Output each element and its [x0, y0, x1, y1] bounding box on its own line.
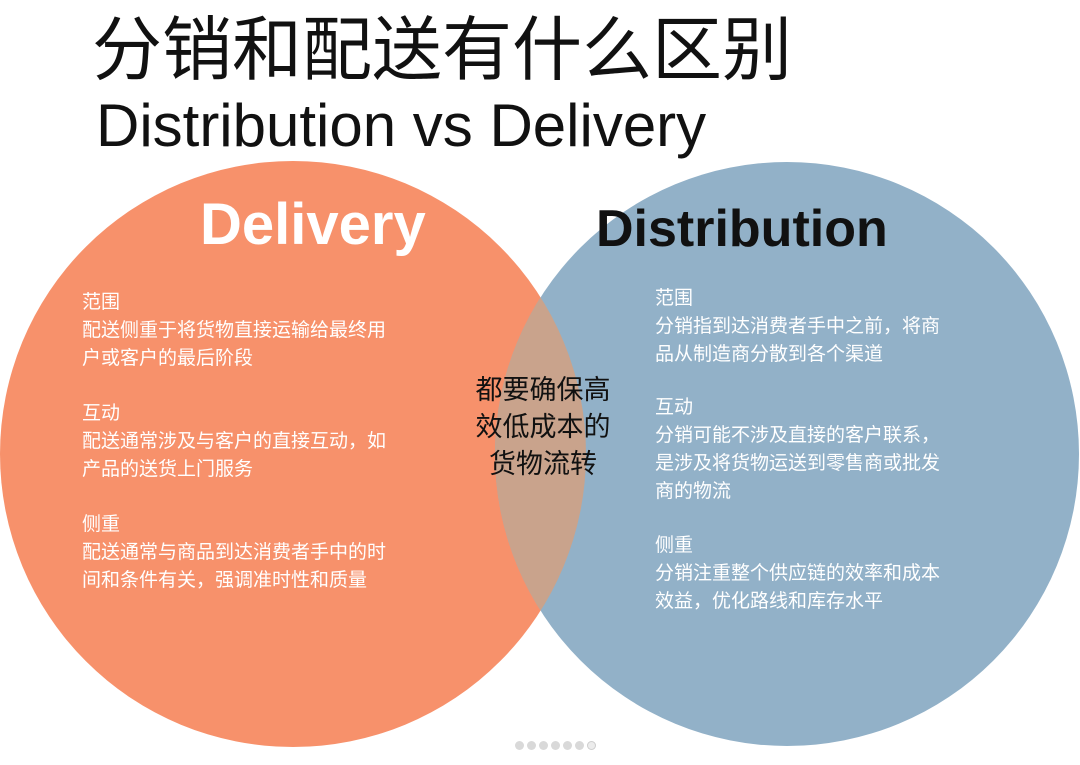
distribution-interaction-line: 商的物流	[655, 480, 732, 502]
delivery-focus: 侧重 配送通常与商品到达消费者手中的时 间和条件有关，强调准时性和质量	[82, 510, 386, 594]
overlap-line: 都要确保高	[475, 375, 611, 406]
delivery-scope-heading: 范围	[82, 291, 121, 313]
distribution-scope-line: 品从制造商分散到各个渠道	[655, 343, 884, 365]
pager-dot[interactable]	[575, 741, 584, 750]
pager-dot[interactable]	[515, 741, 524, 750]
delivery-scope-line: 户或客户的最后阶段	[82, 347, 254, 369]
overlap-text: 都要确保高 效低成本的 货物流转	[458, 372, 628, 483]
delivery-scope-line: 配送侧重于将货物直接运输给最终用	[82, 319, 387, 341]
delivery-focus-heading: 侧重	[82, 513, 121, 535]
distribution-focus-line: 效益，优化路线和库存水平	[655, 590, 884, 612]
distribution-circle	[495, 162, 1079, 746]
distribution-focus-line: 分销注重整个供应链的效率和成本	[655, 562, 941, 584]
distribution-scope-heading: 范围	[655, 287, 694, 309]
carousel-pager	[515, 741, 596, 750]
distribution-focus: 侧重 分销注重整个供应链的效率和成本 效益，优化路线和库存水平	[655, 531, 940, 615]
distribution-interaction-line: 是涉及将货物运送到零售商或批发	[655, 452, 941, 474]
delivery-interaction: 互动 配送通常涉及与客户的直接互动，如 产品的送货上门服务	[82, 399, 386, 483]
distribution-heading: Distribution	[596, 200, 888, 258]
delivery-focus-line: 间和条件有关，强调准时性和质量	[82, 569, 368, 591]
title-chinese: 分销和配送有什么区别	[92, 9, 792, 91]
overlap-line: 效低成本的	[475, 412, 611, 443]
distribution-scope-line: 分销指到达消费者手中之前，将商	[655, 315, 941, 337]
pager-dot[interactable]	[551, 741, 560, 750]
delivery-focus-line: 配送通常与商品到达消费者手中的时	[82, 541, 387, 563]
distribution-scope: 范围 分销指到达消费者手中之前，将商 品从制造商分散到各个渠道	[655, 284, 940, 368]
delivery-circle	[0, 161, 586, 747]
delivery-interaction-line: 产品的送货上门服务	[82, 458, 254, 480]
distribution-focus-heading: 侧重	[655, 534, 694, 556]
delivery-interaction-heading: 互动	[82, 402, 121, 424]
overlap-line: 货物流转	[489, 449, 597, 480]
pager-dot[interactable]	[587, 741, 596, 750]
distribution-interaction-line: 分销可能不涉及直接的客户联系，	[655, 424, 941, 446]
distribution-interaction: 互动 分销可能不涉及直接的客户联系， 是涉及将货物运送到零售商或批发 商的物流	[655, 393, 940, 505]
pager-dot[interactable]	[563, 741, 572, 750]
delivery-interaction-line: 配送通常涉及与客户的直接互动，如	[82, 430, 387, 452]
delivery-scope: 范围 配送侧重于将货物直接运输给最终用 户或客户的最后阶段	[82, 288, 386, 372]
title-english: Distribution vs Delivery	[96, 92, 707, 159]
delivery-heading: Delivery	[200, 192, 426, 257]
pager-dot[interactable]	[539, 741, 548, 750]
pager-dot[interactable]	[527, 741, 536, 750]
distribution-interaction-heading: 互动	[655, 396, 694, 418]
